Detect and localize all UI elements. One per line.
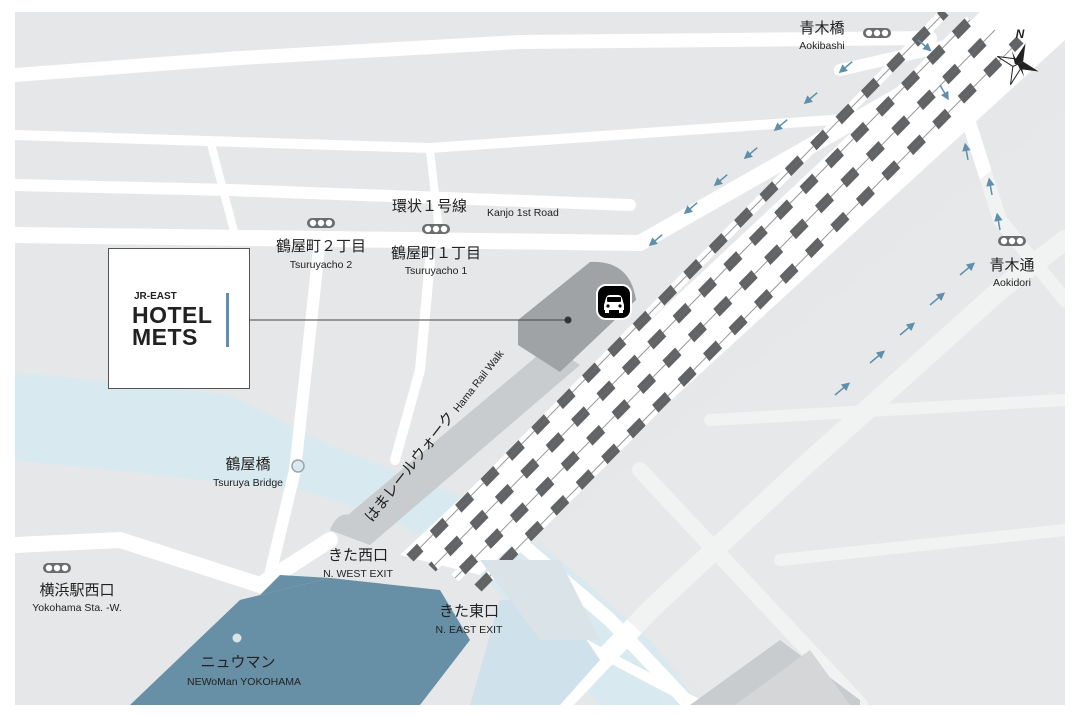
aokibashi-label-ja: 青木橋	[799, 19, 844, 37]
kanjo-road-label-en: Kanjo 1st Road	[487, 207, 559, 219]
tsuruya-bridge-label-en: Tsuruya Bridge	[213, 477, 283, 489]
hotel-name-line1: HOTEL	[132, 302, 213, 328]
tsuruyacho1-label-ja: 鶴屋町１丁目	[391, 244, 481, 262]
hotel-location-dot	[564, 316, 572, 324]
compass-rose-icon	[997, 43, 1039, 85]
yokohama-west-label-ja: 横浜駅西口	[39, 581, 114, 599]
newoman-label-en: NEWoMan YOKOHAMA	[187, 676, 301, 688]
kita-west-exit-label-ja: きた西口	[328, 546, 388, 564]
kita-east-exit-label-en: N. EAST EXIT	[436, 624, 503, 636]
east-area	[540, 110, 1065, 705]
aokibashi-label-en: Aokibashi	[799, 40, 845, 52]
tsuruya-bridge-label-ja: 鶴屋橋	[225, 455, 270, 473]
location-dot-icon	[291, 459, 305, 473]
hotel-accent-bar	[226, 293, 229, 347]
tsuruyacho1-label-en: Tsuruyacho 1	[405, 265, 468, 277]
newoman-building	[130, 578, 470, 705]
hotel-logo-box[interactable]: JR-EAST HOTEL METS	[108, 248, 250, 389]
traffic-light-icon	[863, 28, 891, 38]
traffic-light-icon	[43, 563, 71, 573]
kanjo-road-label-ja: 環状１号線	[392, 197, 467, 215]
tsuruyacho2-label-ja: 鶴屋町２丁目	[276, 237, 366, 255]
hotel-brand-line: JR-EAST	[134, 291, 177, 302]
aokidori-label-ja: 青木通	[989, 256, 1034, 274]
hama-rail-walk-path	[330, 345, 580, 545]
newoman-label-ja: ニュウマン	[200, 653, 275, 671]
kita-west-exit-label-en: N. WEST EXIT	[323, 568, 393, 580]
aokidori-label-en: Aokidori	[993, 277, 1031, 289]
traffic-light-icon	[307, 218, 335, 228]
traffic-light-icon	[422, 224, 450, 234]
tsuruyacho2-label-en: Tsuruyacho 2	[290, 259, 353, 271]
car-icon[interactable]	[596, 284, 632, 320]
traffic-flow-arrows	[648, 39, 1003, 396]
location-dot-icon	[232, 633, 242, 643]
traffic-light-icon	[998, 236, 1026, 246]
compass-north-label: N	[1016, 27, 1025, 41]
hotel-name-line2: METS	[132, 324, 198, 350]
yokohama-west-label-en: Yokohama Sta. -W.	[32, 602, 122, 614]
kita-east-exit-label-ja: きた東口	[439, 602, 499, 620]
